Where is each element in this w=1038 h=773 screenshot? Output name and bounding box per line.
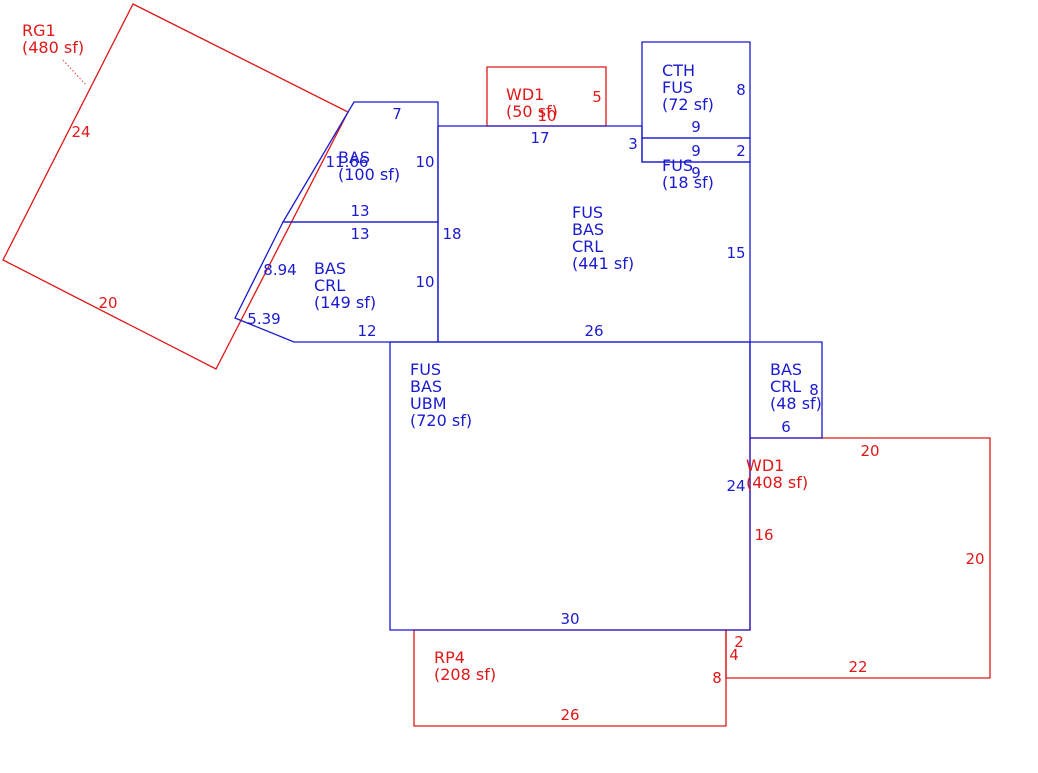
dim-wd1-lower-left: 16	[754, 526, 773, 544]
rg1-outline	[2, 3, 349, 370]
dim-ubm-bottom: 30	[560, 610, 579, 628]
rg1-leader-line	[62, 59, 87, 86]
dim-cth-right: 8	[736, 81, 746, 99]
dim-rg1-bottom: 20	[98, 294, 117, 312]
fus-bas-ubm-720-outline	[389, 341, 751, 631]
dim-bas-crl-149-top: 13	[350, 225, 369, 243]
dim-bas-crl-149-corner: 5.39	[247, 310, 280, 328]
area-label-bas-crl-48: BAS CRL (48 sf)	[770, 360, 822, 413]
dim-rg1-side: 24	[71, 123, 90, 141]
dim-ubm-right: 24	[726, 477, 745, 495]
dim-bas-crl-48-right: 8	[809, 381, 819, 399]
area-label-bas-crl-149: BAS CRL (149 sf)	[314, 259, 376, 312]
dim-bas-crl-149-left: 8.94	[263, 261, 296, 279]
dim-bas-100-diagonal: 11.66	[326, 153, 369, 171]
dim-wd1-upper-right: 5	[592, 88, 602, 106]
dim-wd1-lower-top: 20	[860, 442, 879, 460]
fus-18-outline	[641, 137, 751, 163]
dim-bas-crl-149-bottom: 12	[357, 322, 376, 340]
dim-wd1-lower-step-a: 2	[734, 633, 744, 651]
dim-fus-18-right: 2	[736, 142, 746, 160]
dim-cth-bottom: 9	[691, 118, 701, 136]
area-label-wd1-lower: WD1 (408 sf)	[746, 456, 808, 492]
dim-fus-18-top: 9	[691, 142, 701, 160]
dim-main-right: 15	[726, 244, 745, 262]
dim-wd1-lower-bottom: 22	[848, 658, 867, 676]
area-label-cth-fus-72: CTH FUS (72 sf)	[662, 61, 714, 114]
dim-bas-100-right: 10	[415, 153, 434, 171]
dim-rp4-right: 8	[712, 669, 722, 687]
dim-fus-18-bottom: 9	[691, 164, 701, 182]
dim-main-left: 18	[442, 225, 461, 243]
dim-main-top: 17	[530, 129, 549, 147]
dim-main-bottom: 26	[584, 322, 603, 340]
area-label-rp4: RP4 (208 sf)	[434, 648, 496, 684]
dim-rp4-bottom: 26	[560, 706, 579, 724]
dim-wd1-lower-right: 20	[965, 550, 984, 568]
area-label-fus-bas-crl-441: FUS BAS CRL (441 sf)	[572, 203, 634, 273]
area-label-bas-100: BAS (100 sf)	[338, 148, 400, 184]
dim-bas-100-top: 7	[392, 105, 402, 123]
area-label-fus-18: FUS (18 sf)	[662, 156, 714, 192]
dim-bas-crl-149-right: 10	[415, 273, 434, 291]
dim-main-step: 3	[628, 135, 638, 153]
dim-wd1-upper-bottom: 10	[537, 107, 556, 125]
dim-bas-crl-48-bottom: 6	[781, 418, 791, 436]
area-label-rg1: RG1 (480 sf)	[22, 21, 84, 57]
bas-crl-149-outline	[234, 221, 439, 343]
dim-wd1-lower-step-b: 4	[729, 646, 739, 664]
area-label-wd1-upper: WD1 (50 sf)	[506, 85, 558, 121]
bas-crl-48-outline	[749, 341, 823, 439]
dim-bas-100-bottom: 13	[350, 202, 369, 220]
area-label-fus-bas-ubm-720: FUS BAS UBM (720 sf)	[410, 360, 472, 430]
